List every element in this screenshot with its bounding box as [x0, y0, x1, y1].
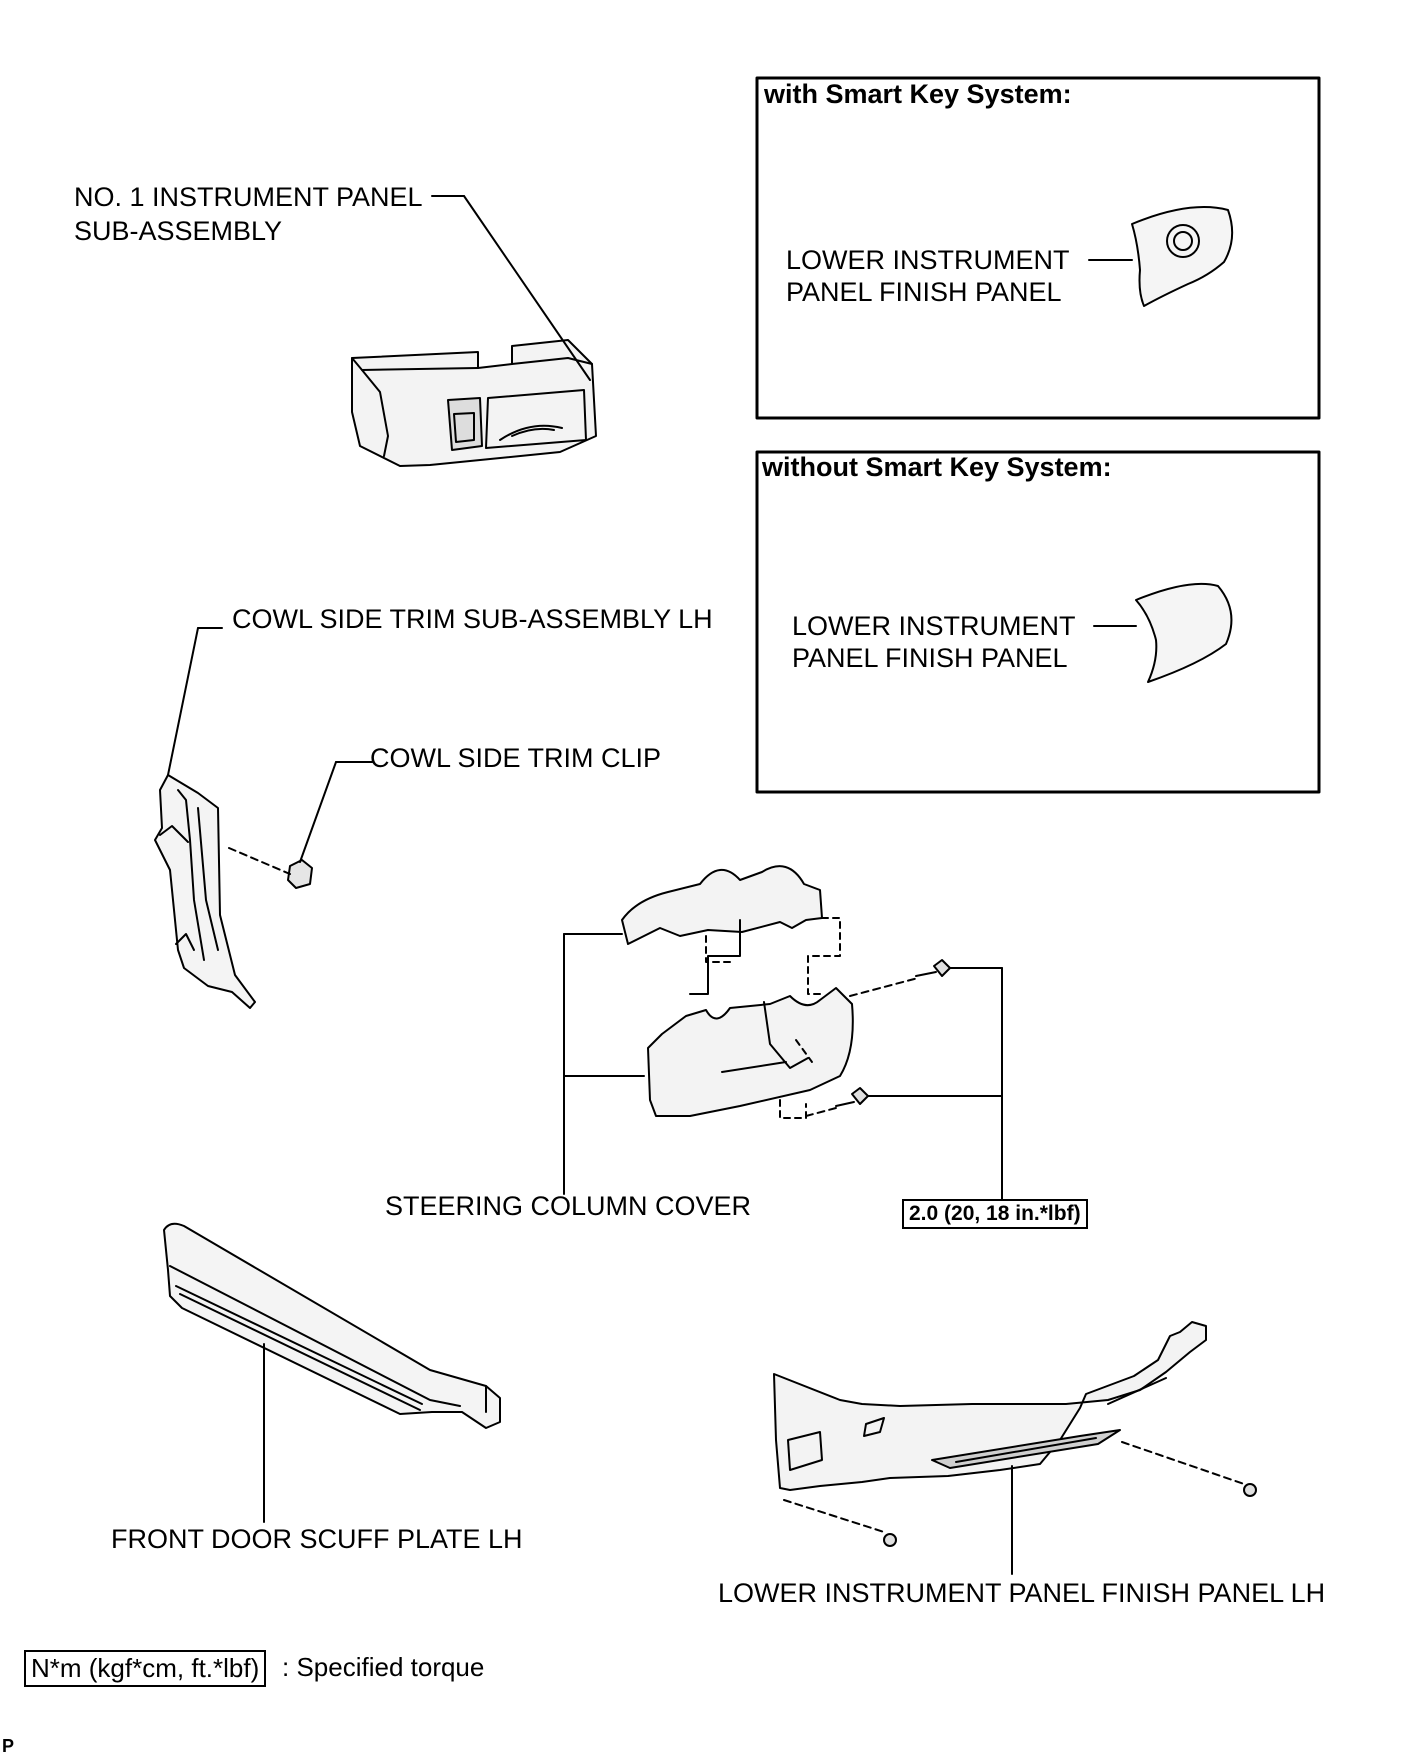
front-door-scuff-plate-part: [163, 1222, 501, 1523]
no-smart-key-box-title: without Smart Key System:: [762, 452, 1112, 482]
instrument-panel-label-line1: NO. 1 INSTRUMENT PANEL: [74, 182, 423, 212]
lower-panel-lh-label: LOWER INSTRUMENT PANEL FINISH PANEL LH: [718, 1578, 1326, 1608]
front-door-scuff-plate-label: FRONT DOOR SCUFF PLATE LH: [111, 1524, 523, 1554]
torque-legend-unit-box: N*m (kgf*cm, ft.*lbf): [24, 1650, 267, 1687]
smart-key-finish-panel-part: [1088, 206, 1234, 307]
smart-key-panel-label-line2: PANEL FINISH PANEL: [786, 277, 1062, 307]
smart-key-panel-label-line1: LOWER INSTRUMENT: [786, 245, 1070, 275]
cowl-side-trim-clip-label: COWL SIDE TRIM CLIP: [370, 743, 662, 773]
torque-spec-box: 2.0 (20, 18 in.*lbf): [902, 1199, 1088, 1229]
instrument-panel-sub-assembly-part: [351, 195, 597, 467]
torque-legend-description: : Specified torque: [282, 1652, 485, 1682]
cowl-side-trim-label: COWL SIDE TRIM SUB-ASSEMBLY LH: [232, 604, 713, 634]
steering-cover-screws: [805, 959, 1003, 1201]
cowl-side-trim-clip-part: [228, 761, 373, 889]
no-smart-key-finish-panel-part: [1093, 582, 1233, 683]
steering-column-cover-part: [563, 865, 854, 1195]
cowl-side-trim-part: [154, 627, 256, 1009]
no-smart-key-variant-box: [755, 450, 1321, 794]
smart-key-variant-box: [755, 76, 1321, 420]
no-smart-key-panel-label-line2: PANEL FINISH PANEL: [792, 643, 1068, 673]
steering-column-cover-label: STEERING COLUMN COVER: [385, 1191, 752, 1221]
no-smart-key-panel-label-line1: LOWER INSTRUMENT: [792, 611, 1076, 641]
lower-panel-lh-part: [773, 1321, 1257, 1575]
smart-key-box-title: with Smart Key System:: [764, 79, 1072, 109]
instrument-panel-label-line2: SUB-ASSEMBLY: [74, 216, 283, 246]
cowl-side-trim-leader: [167, 627, 199, 776]
corner-code: P: [2, 1736, 15, 1756]
